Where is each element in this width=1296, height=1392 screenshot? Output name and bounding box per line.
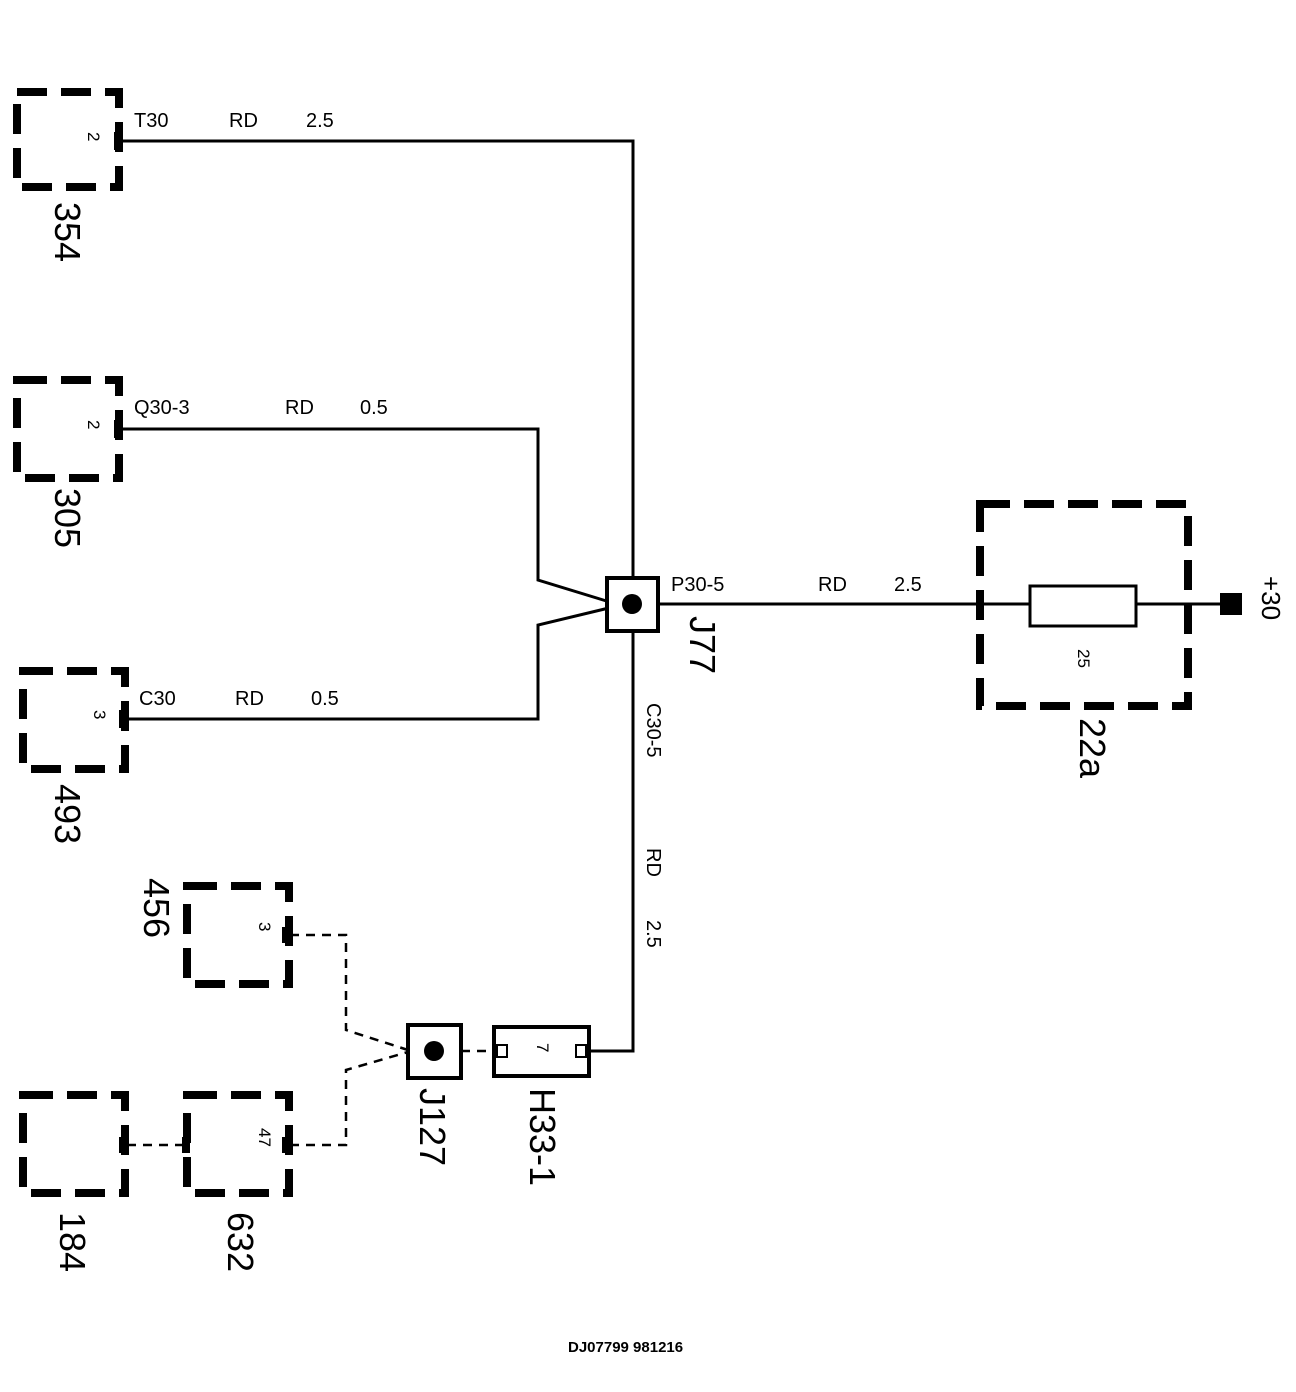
component-493: 3 493 <box>19 667 129 844</box>
component-632-pin: 47 <box>255 1128 274 1147</box>
wire-t30-code: T30 <box>134 110 168 132</box>
wire-p30-code: P30-5 <box>671 574 724 596</box>
connector-h33-1-pin: 7 <box>533 1043 552 1052</box>
connector-h33-1: 7 H33-1 <box>492 1025 591 1186</box>
fuse-22a-rating: 25 <box>1074 649 1093 668</box>
wire-c305-color: RD <box>642 848 664 877</box>
component-493-pin: 3 <box>90 710 109 719</box>
component-305-pin: 2 <box>84 420 103 429</box>
wire-q30-size: 0.5 <box>360 397 388 419</box>
component-184-id: 184 <box>52 1212 93 1272</box>
wire-q30-color: RD <box>285 397 314 419</box>
component-184-pin-marker <box>119 1137 127 1153</box>
wire-p30-color: RD <box>818 574 847 596</box>
wire-q30-code: Q30-3 <box>134 397 190 419</box>
fuse-22a-element <box>1028 584 1138 628</box>
fuse-22a: 25 22a <box>976 500 1192 779</box>
connector-h33-1-body <box>492 1025 591 1078</box>
component-493-box <box>19 667 129 773</box>
fuse-22a-box <box>976 500 1192 710</box>
terminal-plus-30-square <box>1220 593 1242 615</box>
wire-c30-5: C30-5 RD 2.5 <box>591 631 664 1053</box>
terminal-plus-30: +30 <box>1220 576 1286 620</box>
splice-j127-label: J127 <box>412 1088 453 1166</box>
splice-j77-label: J77 <box>682 616 723 674</box>
wire-c305-size: 2.5 <box>642 920 664 948</box>
wire-t30: T30 RD 2.5 <box>122 110 635 598</box>
component-456-pin-marker <box>282 927 290 943</box>
wire-c305-code: C30-5 <box>642 703 664 757</box>
wire-t30-color: RD <box>229 110 258 132</box>
component-493-id: 493 <box>47 784 88 844</box>
connector-h33-1-left-pin <box>496 1044 508 1058</box>
dashed-wire-632 <box>290 1050 409 1147</box>
component-456-box <box>183 882 293 988</box>
component-632: 47 632 <box>182 1091 293 1272</box>
wire-c30: C30 RD 0.5 <box>127 605 614 721</box>
component-354: 2 354 <box>13 88 123 262</box>
wire-p30-5: P30-5 RD 2.5 <box>658 574 1228 606</box>
component-354-pin: 2 <box>84 132 103 141</box>
splice-j127: J127 <box>406 1023 463 1166</box>
wire-t30-size: 2.5 <box>306 110 334 132</box>
terminal-plus-30-label: +30 <box>1256 576 1286 620</box>
wire-c30-color: RD <box>235 688 264 710</box>
connector-h33-1-label: H33-1 <box>522 1088 563 1186</box>
component-354-id: 354 <box>47 202 88 262</box>
splice-j77-dot <box>622 594 642 614</box>
dashed-wire-456 <box>290 933 409 1052</box>
component-184-box <box>19 1091 129 1197</box>
splice-j127-dot <box>424 1041 444 1061</box>
component-184: 184 <box>19 1091 129 1272</box>
splice-j77: J77 <box>605 576 723 674</box>
component-493-pin-marker <box>119 710 127 728</box>
component-305: 2 305 <box>13 376 123 548</box>
component-354-pin-marker <box>114 132 122 150</box>
component-632-left-pin-marker <box>182 1137 190 1153</box>
component-632-id: 632 <box>220 1212 261 1272</box>
component-305-id: 305 <box>47 488 88 548</box>
wire-c30-code: C30 <box>139 688 176 710</box>
connector-h33-1-right-pin <box>575 1044 587 1058</box>
component-456-id: 456 <box>136 878 177 938</box>
component-305-pin-marker <box>114 420 122 438</box>
drawing-reference: DJ07799 981216 <box>568 1339 683 1356</box>
component-456-pin: 3 <box>255 922 274 931</box>
fuse-22a-label: 22a <box>1072 718 1113 779</box>
wire-p30-size: 2.5 <box>894 574 922 596</box>
wire-q30-3: Q30-3 RD 0.5 <box>122 397 614 605</box>
component-456: 3 456 <box>136 878 293 988</box>
wire-c30-size: 0.5 <box>311 688 339 710</box>
component-632-pin-marker <box>282 1137 290 1153</box>
